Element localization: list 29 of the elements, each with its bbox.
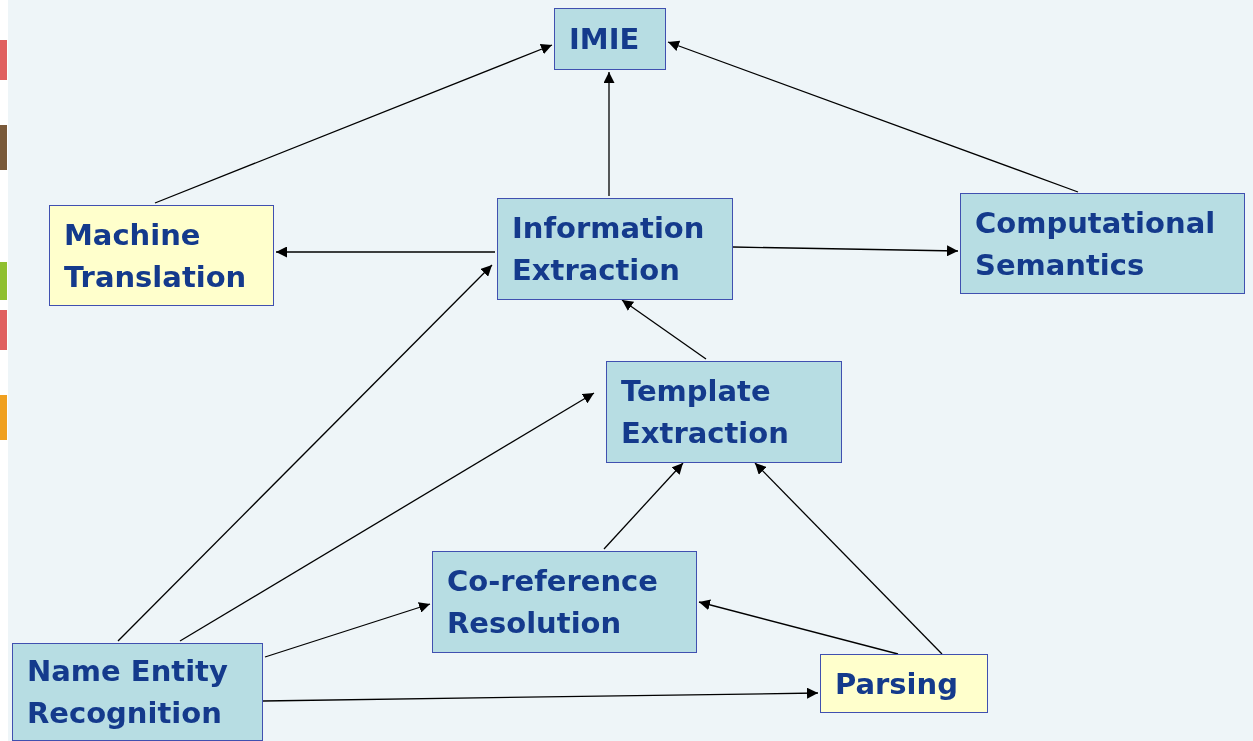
arrow xyxy=(732,245,959,257)
arrow xyxy=(117,264,493,642)
node-label: Information Extraction xyxy=(512,210,706,289)
process-box xyxy=(49,205,274,306)
arrow xyxy=(621,299,707,360)
arrow xyxy=(179,392,595,642)
process-box xyxy=(497,198,733,300)
node-label: Name Entity Recognition xyxy=(27,653,229,732)
arrow xyxy=(275,246,496,258)
arrow xyxy=(264,602,431,658)
node-label: IMIE xyxy=(569,21,640,58)
node-label: Machine Translation xyxy=(64,216,248,296)
process-box xyxy=(960,193,1245,294)
process-box xyxy=(12,643,263,741)
arrow xyxy=(154,43,553,204)
arrow xyxy=(754,462,943,655)
process-box xyxy=(432,551,697,653)
process-box xyxy=(820,654,988,713)
node-label: Computational Semantics xyxy=(975,204,1217,284)
arrow xyxy=(603,462,684,550)
process-box xyxy=(606,361,842,463)
arrow xyxy=(667,40,1079,193)
process-box xyxy=(554,8,666,70)
node-label: Co-reference Resolution xyxy=(447,563,659,642)
arrow xyxy=(262,687,819,702)
arrow xyxy=(698,599,899,655)
node-label: Parsing xyxy=(835,665,958,703)
node-label: Template Extraction xyxy=(621,373,790,452)
arrow xyxy=(603,71,615,197)
